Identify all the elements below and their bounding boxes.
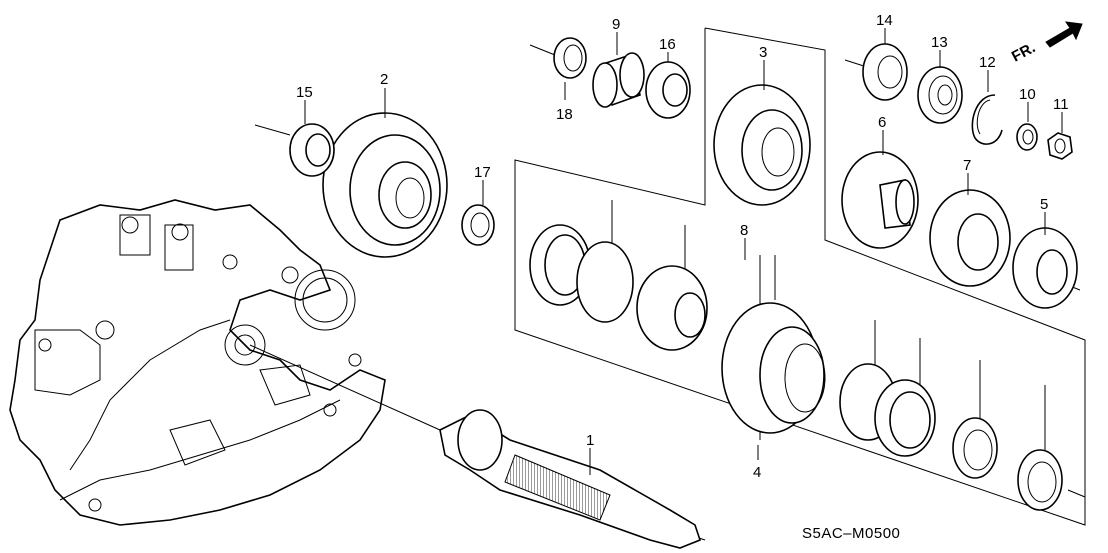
- callout-9: 9: [612, 16, 620, 33]
- spring-ring-a: [576, 241, 634, 323]
- gear-5: [1012, 227, 1078, 309]
- assembly-brackets: [514, 27, 1086, 526]
- callout-15: 15: [296, 84, 313, 101]
- collar-9: [592, 52, 645, 108]
- gear-2: [322, 112, 448, 258]
- synchro-ring-c: [952, 417, 998, 479]
- front-arrow-icon: [1045, 21, 1083, 48]
- callout-16: 16: [659, 36, 676, 53]
- callout-7: 7: [963, 157, 971, 174]
- callout-18: 18: [556, 106, 573, 123]
- front-direction-indicator: FR.: [1009, 21, 1083, 66]
- bearing-14: [862, 43, 908, 101]
- callout-12: 12: [979, 54, 996, 71]
- callout-8: 8: [740, 222, 748, 239]
- callout-11: 11: [1053, 96, 1069, 113]
- nut-11: [1047, 132, 1073, 160]
- direction-label: FR.: [1009, 39, 1038, 65]
- seal-17: [461, 204, 495, 246]
- mainshaft: [439, 409, 701, 549]
- callout-10: 10: [1019, 86, 1036, 103]
- callout-14: 14: [876, 12, 893, 29]
- callout-1: 1: [586, 432, 594, 449]
- synchro-hub: [636, 265, 708, 351]
- callout-2: 2: [380, 71, 388, 88]
- needle-bearing-15: [289, 123, 335, 177]
- diagram-code: S5AC–M0500: [802, 525, 900, 542]
- gear-6: [841, 151, 919, 249]
- gear-3: [713, 84, 811, 206]
- callout-6: 6: [878, 114, 886, 131]
- callout-labels: 1 2 3 4 5 6 7 8 9 10 11 12 13 14 15 16 1…: [296, 12, 1069, 481]
- synchro-ring-d: [1017, 449, 1063, 511]
- callout-17: 17: [474, 164, 491, 181]
- gear-7: [929, 189, 1011, 287]
- snap-ring-12: [971, 94, 1003, 145]
- synchro-ring-b: [874, 379, 936, 457]
- callout-5: 5: [1040, 196, 1048, 213]
- transmission-case: [9, 199, 386, 526]
- callout-leaders: [304, 28, 1063, 475]
- needle-bearing-16: [645, 61, 691, 119]
- synchro-sleeve: [721, 302, 826, 434]
- ball-bearing-13: [917, 66, 963, 124]
- callout-3: 3: [759, 44, 767, 61]
- callout-13: 13: [931, 34, 948, 51]
- synchro-ring-a: [529, 224, 591, 306]
- callout-4: 4: [753, 464, 761, 481]
- washer-10: [1016, 123, 1038, 151]
- ring-18: [553, 37, 587, 79]
